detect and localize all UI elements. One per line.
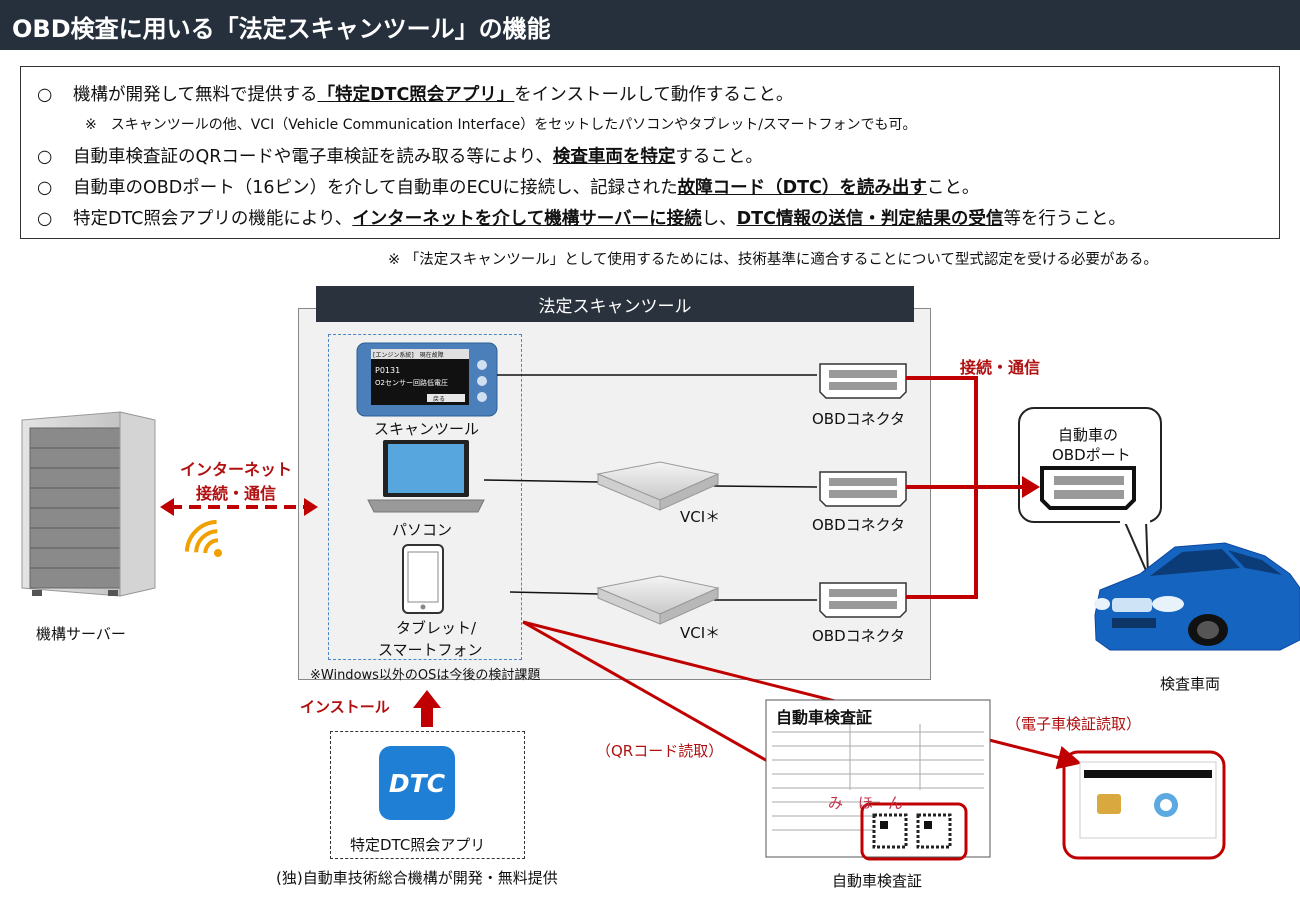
req3-text-bold: 故障コード（DTC）を読み出す [677, 178, 927, 198]
tablet-label: タブレット/ [396, 619, 477, 637]
inspection-certificate-icon [765, 699, 991, 861]
vehicle-label: 検査車両 [1160, 675, 1221, 693]
requirements-box: ○ 機構が開発して無料で提供する「特定DTC照会アプリ」をインストールして動作する… [20, 66, 1280, 239]
scantool-label: スキャンツール [374, 420, 480, 438]
req2-text-post: すること。 [675, 147, 763, 167]
requirement-4: ○ 特定DTC照会アプリの機能により、インターネットを介して機構サーバーに接続し、… [37, 205, 1126, 230]
connection-red-lines [906, 376, 1026, 599]
req4-text-post: 等を行うこと。 [1003, 209, 1126, 229]
obd-connector-label-1: OBDコネクタ [812, 410, 906, 428]
obd-connector-1 [819, 363, 907, 399]
bullet-marker: ○ [37, 209, 53, 229]
server-icon [21, 411, 156, 597]
bullet-marker: ○ [37, 85, 53, 105]
disclaimer-note: ※ 「法定スキャンツール」として使用するためには、技術基準に適合することについて… [388, 252, 1158, 268]
install-label: インストール [300, 698, 390, 716]
install-arrow [413, 690, 441, 727]
internet-arrow [160, 498, 318, 516]
req1-text-pre: 機構が開発して無料で提供する [73, 85, 318, 105]
vci-box-1 [596, 461, 720, 511]
obd-connector-2 [819, 471, 907, 507]
wifi-icon [184, 519, 222, 557]
qr-read-label: （QRコード読取） [596, 742, 724, 760]
smartphone-label: スマートフォン [378, 641, 483, 659]
connect-label: 接続・通信 [960, 358, 1041, 377]
req2-text-bold: 検査車両を特定 [552, 147, 676, 167]
page-title: OBD検査に用いる「法定スキャンツール」の機能 [12, 15, 551, 43]
req3-text-post: こと。 [926, 178, 980, 198]
screen-header-text: [エンジン系統] 現在故障 [373, 351, 444, 359]
req4-text-mid: し、 [701, 209, 737, 229]
vci-label-1: VCI＊ [680, 508, 721, 526]
device-cables [483, 374, 818, 601]
note-text: スキャンツールの他、VCI（Vehicle Communication Inte… [110, 117, 917, 133]
obd-connector-3 [819, 582, 907, 618]
scan-tool-header: 法定スキャンツール [316, 286, 914, 322]
os-note: ※Windows以外のOSは今後の検討課題 [310, 668, 541, 683]
note-marker: ※ [85, 117, 97, 133]
req4-text-bold1: インターネットを介して機構サーバーに接続 [352, 209, 702, 229]
title-bar [0, 0, 1300, 50]
internet-label: インターネット [180, 460, 293, 479]
laptop-icon [367, 440, 485, 513]
obd-port-icon [1040, 466, 1136, 510]
app-box [330, 731, 525, 859]
requirement-2: ○ 自動車検査証のQRコードや電子車検証を読み取る等により、検査車両を特定すること… [37, 143, 763, 168]
screen-code-text: P0131 [375, 366, 400, 375]
req4-text-pre: 特定DTC照会アプリの機能により、 [73, 209, 353, 229]
internet-connect-label: 接続・通信 [196, 484, 277, 503]
app-provider-label: (独)自動車技術総合機構が開発・無料提供 [276, 869, 558, 887]
requirement-3: ○ 自動車のOBDポート（16ピン）を介して自動車のECUに接続し、記録された故障… [37, 174, 979, 199]
obd-connector-label-2: OBDコネクタ [812, 516, 906, 534]
req1-text-post: をインストールして動作すること。 [514, 85, 794, 105]
port-label-1: 自動車の [1058, 426, 1119, 444]
dtc-app-icon: DTC [379, 746, 455, 820]
ecert-read-label: （電子車検証読取） [1006, 715, 1142, 733]
connection-arrowhead [1022, 476, 1040, 498]
req2-text-pre: 自動車検査証のQRコードや電子車検証を読み取る等により、 [73, 147, 553, 167]
requirement-note: ※ スキャンツールの他、VCI（Vehicle Communication Int… [85, 114, 917, 134]
certificate-sample-stamp: み ほ ん [828, 794, 904, 812]
req1-text-bold: 「特定DTC照会アプリ」 [317, 85, 515, 105]
bullet-marker: ○ [37, 147, 53, 167]
server-label: 機構サーバー [36, 625, 126, 643]
car-icon [1094, 542, 1300, 651]
req3-text-pre: 自動車のOBDポート（16ピン）を介して自動車のECUに接続し、記録された [73, 178, 678, 198]
screen-button-text: 戻る [433, 395, 445, 403]
port-label-2: OBDポート [1052, 446, 1131, 464]
obd-connector-label-3: OBDコネクタ [812, 627, 906, 645]
scantool-device-icon [356, 342, 498, 417]
requirement-1: ○ 機構が開発して無料で提供する「特定DTC照会アプリ」をインストールして動作する… [37, 81, 793, 106]
app-label: 特定DTC照会アプリ [350, 836, 486, 854]
pc-label: パソコン [392, 521, 453, 539]
electronic-certificate-card-icon [1062, 750, 1226, 860]
certificate-caption: 自動車検査証 [832, 872, 923, 890]
req4-text-bold2: DTC情報の送信・判定結果の受信 [736, 209, 1004, 229]
screen-msg-text: O2センサー回路低電圧 [375, 378, 448, 387]
callout-tail-cover [1120, 515, 1150, 524]
callout-tail [1122, 519, 1149, 576]
obd-port-callout [1018, 407, 1162, 523]
device-group [328, 334, 522, 660]
certificate-title: 自動車検査証 [776, 708, 873, 727]
smartphone-icon [402, 544, 444, 614]
vci-label-2: VCI＊ [680, 624, 721, 642]
vci-box-2 [596, 575, 720, 625]
bullet-marker: ○ [37, 178, 53, 198]
